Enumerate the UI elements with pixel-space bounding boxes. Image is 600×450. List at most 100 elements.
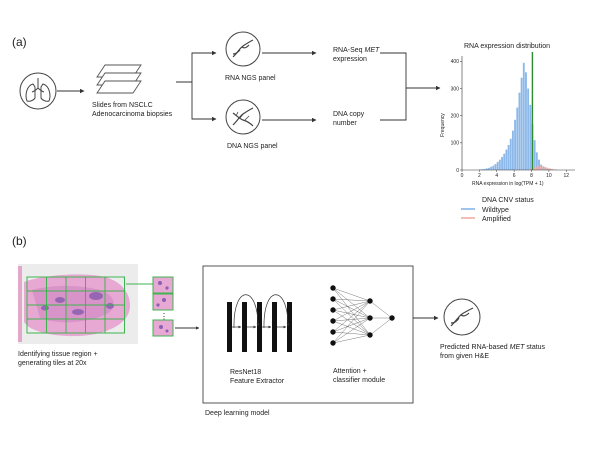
nn-edge — [332, 317, 371, 333]
rna-output-prefix: RNA-Seq — [333, 47, 365, 54]
attention-network — [330, 285, 395, 346]
legend-title: DNA CNV status — [482, 197, 534, 204]
branch-line — [176, 50, 217, 83]
rna-dna-helix-icon — [225, 31, 261, 67]
nn-node — [330, 307, 336, 313]
wildtype-bar — [509, 138, 512, 170]
dna-panel-label: DNA NGS panel — [227, 143, 278, 150]
nn-edge — [369, 317, 393, 336]
legend-amplified-label: Amplified — [482, 216, 511, 223]
amplified-bar — [544, 167, 547, 170]
wildtype-bar — [520, 77, 523, 170]
tile-thumb — [152, 319, 174, 337]
slides-label-line1: Slides from NSCLC — [92, 102, 153, 109]
x-tick-label: 8 — [530, 173, 533, 179]
nn-edge — [332, 320, 371, 336]
nn-node — [389, 315, 395, 321]
wildtype-bar — [529, 104, 532, 170]
resnet-label-line1: ResNet18 — [230, 369, 261, 376]
attention-label: Attention + classifier module — [333, 368, 385, 384]
y-tick-label: 400 — [451, 59, 460, 65]
wildtype-bar — [514, 119, 517, 170]
wildtype-bar — [485, 168, 488, 170]
nn-edge — [332, 287, 371, 302]
prediction-line2: from given H&E — [440, 353, 489, 360]
chart-title: RNA expression distribution — [464, 43, 550, 50]
amplified-bar — [529, 168, 532, 170]
prediction-label: Predicted RNA-based MET status from give… — [440, 344, 547, 360]
nn-edge — [332, 331, 371, 336]
nn-node — [330, 285, 336, 291]
resnet-diagram — [227, 294, 292, 352]
nn-edge — [332, 300, 371, 322]
wildtype-bar — [533, 140, 536, 170]
nn-node — [330, 318, 336, 324]
nn-edge — [332, 287, 371, 336]
nn-edge — [332, 309, 371, 336]
nn-node — [330, 340, 336, 346]
tile-thumb — [152, 276, 174, 294]
wildtype-bar — [492, 165, 495, 170]
nn-node — [367, 332, 373, 338]
wildtype-bar — [501, 156, 503, 170]
wildtype-bar — [516, 107, 519, 170]
extracted-tiles: ⋮ — [152, 276, 174, 337]
wildtype-bar — [483, 168, 486, 170]
wildtype-bar — [490, 166, 493, 170]
nn-node — [330, 296, 336, 302]
nn-edge — [332, 334, 371, 344]
prediction-met: MET — [510, 344, 526, 351]
dna-output-label: DNA copy number — [333, 111, 366, 127]
nn-edge — [332, 317, 371, 322]
x-tick-label: 10 — [546, 173, 552, 179]
slides-label: Slides from NSCLC Adenocarcinoma biopsie… — [92, 102, 173, 118]
panel-b-label: (b) — [12, 234, 27, 248]
nn-node — [330, 329, 336, 335]
amplified-bar — [542, 166, 545, 170]
resnet-label: ResNet18 Feature Extractor — [230, 369, 285, 385]
y-tick-label: 0 — [456, 168, 459, 174]
prediction-helix-icon — [443, 298, 481, 336]
chart-legend: DNA CNV status Wildtype Amplified — [461, 197, 534, 223]
nn-node — [367, 298, 373, 304]
chart-ylabel: Frequency — [440, 113, 446, 137]
slides-stack-icon — [96, 64, 142, 94]
wildtype-bar — [505, 149, 508, 170]
merge-line — [380, 52, 441, 91]
x-tick-label: 2 — [478, 173, 481, 179]
amplified-bar — [535, 166, 538, 170]
resnet-label-line2: Feature Extractor — [230, 378, 285, 385]
amplified-bar — [533, 167, 536, 170]
x-tick-label: 12 — [564, 173, 570, 179]
tile-grid — [26, 276, 125, 334]
model-box — [202, 265, 414, 404]
rna-output-label: RNA-Seq MET expression — [333, 47, 381, 63]
wildtype-bar — [488, 167, 490, 170]
x-tick-label: 4 — [495, 173, 498, 179]
rna-panel-label: RNA NGS panel — [225, 75, 276, 82]
amplified-bar — [548, 168, 551, 170]
y-tick-label: 100 — [451, 141, 460, 147]
amplified-bar — [546, 167, 549, 170]
amplified-bar — [540, 165, 543, 170]
tile-cell — [104, 318, 125, 334]
chart-xlabel: RNA expression in log(TPM + 1) — [472, 181, 544, 187]
nn-edge — [332, 309, 371, 319]
wildtype-bar — [503, 153, 506, 170]
nn-edge — [332, 300, 371, 333]
wildtype-bar — [511, 130, 514, 170]
rna-output-line2: expression — [333, 56, 367, 63]
prediction-line1-suffix: status — [524, 344, 545, 351]
tile-thumb — [152, 293, 174, 311]
wildtype-bar — [538, 159, 540, 170]
amplified-bar — [538, 165, 540, 170]
wildtype-bar — [527, 88, 530, 170]
tissue-caption: Identifying tissue region + generating t… — [18, 351, 100, 367]
dna-output-line2: number — [333, 120, 357, 127]
nn-edge — [332, 298, 371, 336]
dna-helix-icon — [225, 99, 261, 135]
dna-output-line1: DNA copy — [333, 111, 365, 118]
wildtype-bar — [498, 159, 501, 170]
